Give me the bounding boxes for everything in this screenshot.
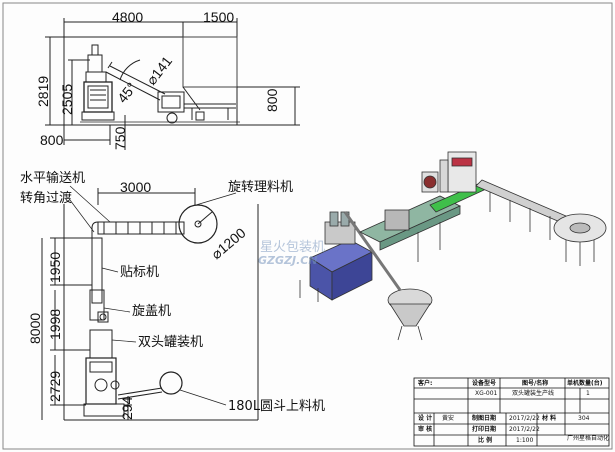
dim-800-right: 800 [264, 88, 280, 112]
tb-qty-label: 单机数量(台) [567, 380, 603, 387]
dim-1998: 1998 [47, 308, 63, 340]
dim-8000: 8000 [27, 312, 43, 344]
dim-1500: 1500 [203, 9, 235, 25]
tb-material-label: 材 料 [542, 415, 557, 422]
tb-customer-label: 客户: [418, 380, 433, 387]
tb-drawing-name-value: 双头罐装生产线 [512, 390, 555, 397]
dim-2505: 2505 [59, 83, 75, 115]
dim-2819: 2819 [35, 75, 51, 107]
tb-scale: 1:100 [516, 437, 534, 444]
label-double-head-filler: 双头罐装机 [138, 335, 204, 350]
label-labeling-machine: 贴标机 [120, 265, 160, 280]
dim-750: 750 [112, 126, 128, 150]
top-view-drawing [45, 18, 300, 150]
watermark-text: 星火包装机 [260, 240, 326, 255]
side-view-drawing [41, 185, 259, 421]
label-capping-machine: 旋盖机 [132, 304, 172, 319]
tb-draw-date-label: 制图日期 [472, 415, 497, 422]
iso-cabinet-right [331, 251, 373, 301]
isometric-view [299, 151, 607, 341]
tb-company: 广州星格自动化 [567, 435, 610, 442]
tb-review-label: 审 核 [418, 426, 433, 433]
label-hopper-feeder: 180L圆斗上料机 [228, 399, 326, 414]
tb-model-value: XG-001 [475, 390, 498, 397]
watermark-url: GZGZJ.CN [258, 254, 318, 267]
dim-2729: 2729 [47, 370, 63, 402]
dim-294: 294 [119, 396, 135, 420]
label-horizontal-conveyor: 水平输送机 [20, 171, 86, 186]
dim-1950: 1950 [47, 251, 63, 283]
tb-print-date-label: 打印日期 [472, 426, 497, 433]
dim-800-bottom: 800 [40, 132, 64, 148]
tb-draw-date: 2017/2/22 [509, 415, 540, 422]
label-rotary-sorter: 旋转理料机 [228, 180, 294, 195]
tb-scale-label: 比 例 [478, 437, 493, 444]
dim-4800: 4800 [112, 9, 144, 25]
tb-print-date: 2017/2/22 [509, 426, 540, 433]
tb-drawing-name-label: 图号/名称 [522, 380, 549, 387]
label-corner-transition: 转角过渡 [20, 191, 73, 206]
dim-3000: 3000 [120, 179, 152, 195]
tb-qty-value: 1 [586, 390, 590, 397]
tb-material: 304 [578, 415, 590, 422]
title-block-grid [413, 377, 610, 447]
tb-design-label: 设 计 [418, 415, 433, 422]
tb-designer: 黄安 [442, 415, 455, 422]
tb-model-label: 设备型号 [472, 380, 497, 387]
